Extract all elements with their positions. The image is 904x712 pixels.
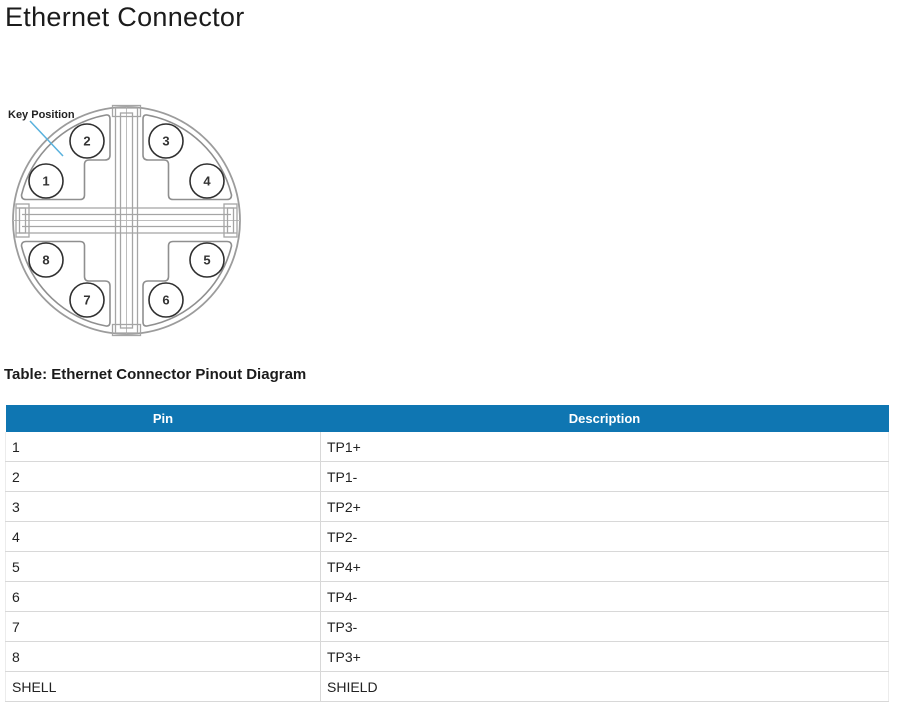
pin-label: 5 bbox=[203, 253, 210, 268]
table-header-row: Pin Description bbox=[5, 405, 889, 432]
description-cell: TP2- bbox=[320, 521, 889, 552]
description-cell: TP4- bbox=[320, 581, 889, 612]
description-cell: TP1- bbox=[320, 461, 889, 492]
pin-socket-8: 8 bbox=[28, 242, 64, 278]
pin-socket-3: 3 bbox=[148, 123, 184, 159]
description-cell: TP3- bbox=[320, 611, 889, 642]
key-position-leader-line bbox=[29, 120, 64, 157]
page-title: Ethernet Connector bbox=[5, 2, 245, 32]
pin-label: 4 bbox=[203, 174, 211, 189]
pin-socket-7: 7 bbox=[69, 282, 105, 318]
description-cell: TP3+ bbox=[320, 641, 889, 672]
description-cell: TP1+ bbox=[320, 432, 889, 462]
pin-label: 6 bbox=[162, 293, 169, 308]
description-cell: TP4+ bbox=[320, 551, 889, 582]
key-tab-right bbox=[223, 203, 238, 238]
pin-label: 8 bbox=[42, 253, 49, 268]
key-position-label: Key Position bbox=[8, 109, 75, 121]
connector-diagram: 1 2 3 4 5 6 7 8 Key bbox=[0, 95, 260, 347]
column-header-description: Description bbox=[320, 405, 889, 432]
pin-socket-5: 5 bbox=[189, 242, 225, 278]
pin-socket-6: 6 bbox=[148, 282, 184, 318]
pin-label: 1 bbox=[42, 174, 49, 189]
pin-label: 2 bbox=[83, 134, 90, 149]
pin-socket-1: 1 bbox=[28, 163, 64, 199]
pin-socket-4: 4 bbox=[189, 163, 225, 199]
pin-label: 7 bbox=[83, 293, 90, 308]
pin-cell: 8 bbox=[5, 641, 321, 672]
pin-cell: 6 bbox=[5, 581, 321, 612]
pin-cell: SHELL bbox=[5, 671, 321, 702]
center-crosshair bbox=[13, 107, 240, 334]
description-cell: SHIELD bbox=[320, 671, 889, 702]
pin-cell: 2 bbox=[5, 461, 321, 492]
pin-cell: 7 bbox=[5, 611, 321, 642]
pin-cell: 5 bbox=[5, 551, 321, 582]
connector-diagram-svg: 1 2 3 4 5 6 7 8 Key bbox=[8, 104, 241, 337]
pin-socket-2: 2 bbox=[69, 123, 105, 159]
pin-cell: 4 bbox=[5, 521, 321, 552]
description-cell: TP2+ bbox=[320, 491, 889, 522]
key-cross-channel bbox=[15, 104, 238, 337]
pin-label: 3 bbox=[162, 134, 169, 149]
pin-cell: 1 bbox=[5, 432, 321, 462]
table-caption: Table: Ethernet Connector Pinout Diagram bbox=[4, 366, 307, 383]
pin-cell: 3 bbox=[5, 491, 321, 522]
key-tab-left bbox=[15, 203, 30, 238]
column-header-pin: Pin bbox=[5, 405, 321, 432]
